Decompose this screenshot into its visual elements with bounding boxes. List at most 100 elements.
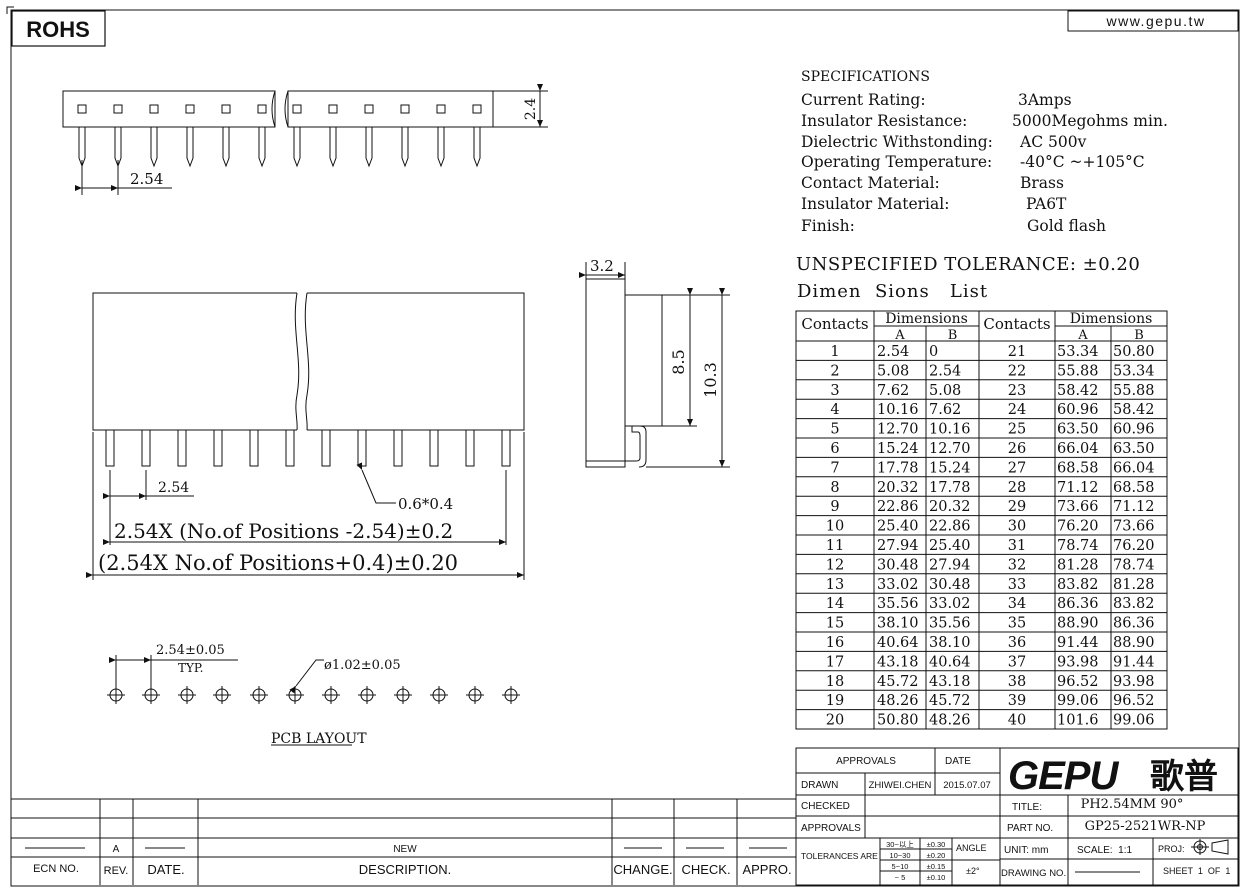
date-col-header: DATE. xyxy=(147,862,184,877)
dim-a-value: 63.50 xyxy=(1057,422,1099,438)
dim-b-value: 58.42 xyxy=(1113,402,1155,418)
dim-b-value: 93.98 xyxy=(1113,674,1155,690)
side-view xyxy=(579,262,730,468)
change-header: CHANGE. xyxy=(613,862,672,877)
angle-label: ANGLE xyxy=(956,843,987,853)
contact-count: 39 xyxy=(1008,693,1026,709)
top-pin-leg xyxy=(258,127,266,168)
dim-a-value: 43.18 xyxy=(877,654,919,670)
tolerance-note: UNSPECIFIED TOLERANCE: ±0.20 xyxy=(796,254,1140,275)
dim-b-value: 68.58 xyxy=(1113,480,1155,496)
contact-count: 20 xyxy=(826,713,844,729)
scale-label: SCALE: 1:1 xyxy=(1077,845,1132,856)
contact-count: 38 xyxy=(1008,674,1026,690)
spec-value: -40°C ~+105°C xyxy=(1020,153,1145,171)
pcb-hole-dim: ø1.02±0.05 xyxy=(324,658,401,673)
checked-label: CHECKED xyxy=(801,801,850,812)
dim-a-value: 60.96 xyxy=(1057,402,1099,418)
contact-count: 40 xyxy=(1008,713,1026,729)
dim-a-value: 99.06 xyxy=(1057,693,1099,709)
dim-a-value: 66.04 xyxy=(1057,441,1099,457)
dim-a-value: 96.52 xyxy=(1057,674,1099,690)
top-pin-square xyxy=(257,104,267,114)
dim-a-value: 86.36 xyxy=(1057,596,1099,612)
dim-a-value: 25.40 xyxy=(877,519,919,535)
spec-label: Insulator Material: xyxy=(801,195,949,213)
dim-a-value: 91.44 xyxy=(1057,635,1099,651)
contact-count: 26 xyxy=(1008,441,1026,457)
dim-a-value: 68.58 xyxy=(1057,460,1099,476)
pcb-hole xyxy=(322,686,340,704)
pcb-layout xyxy=(107,655,520,746)
dim-a-value: 10.16 xyxy=(877,402,919,418)
tolerance-range: ~ 5 xyxy=(895,873,906,882)
contact-count: 8 xyxy=(830,480,839,496)
pcb-hole xyxy=(286,686,304,704)
top-pin-square xyxy=(77,104,87,114)
dim-a-value: 22.86 xyxy=(877,499,919,515)
front-pin xyxy=(177,429,187,467)
dim-a-value: 81.28 xyxy=(1057,557,1099,573)
col-b-header: B xyxy=(1134,328,1144,343)
contact-count: 27 xyxy=(1008,460,1026,476)
top-pin-square xyxy=(436,104,446,114)
revision-block xyxy=(11,798,796,885)
front-pin xyxy=(141,429,151,467)
contact-count: 17 xyxy=(826,654,844,670)
dim-b-value: 2.54 xyxy=(929,363,961,379)
contact-count: 10 xyxy=(826,519,844,535)
contact-count: 34 xyxy=(1008,596,1026,612)
website-box: www.gepu.tw xyxy=(1067,10,1239,32)
top-pin-square xyxy=(472,104,482,114)
unit-label: UNIT: mm xyxy=(1004,845,1048,856)
dim-a-value: 58.42 xyxy=(1057,383,1099,399)
company-logo: GEPU xyxy=(1008,754,1119,798)
spec-value: PA6T xyxy=(1026,195,1067,213)
contact-count: 4 xyxy=(830,402,839,418)
contact-count: 25 xyxy=(1008,422,1026,438)
dim-b-value: 40.64 xyxy=(929,654,971,670)
contact-count: 9 xyxy=(830,499,839,515)
top-pin-leg xyxy=(293,127,301,168)
top-pin-leg xyxy=(401,127,409,168)
website-label: www.gepu.tw xyxy=(1106,13,1206,29)
pcb-hole xyxy=(250,686,268,704)
drawn-name: ZHIWEI.CHEN xyxy=(869,780,932,791)
front-pin xyxy=(285,429,295,467)
top-pin-leg xyxy=(437,127,445,168)
dim-b-value: 33.02 xyxy=(929,596,971,612)
col-a-header: A xyxy=(1077,328,1088,343)
top-pin-leg xyxy=(329,127,337,168)
dim-b-value: 66.04 xyxy=(1113,460,1155,476)
dim-a-value: 33.02 xyxy=(877,577,919,593)
dim-b-value: 99.06 xyxy=(1113,713,1155,729)
dim-a-value: 55.88 xyxy=(1057,363,1099,379)
contact-count: 22 xyxy=(1008,363,1026,379)
pcb-hole xyxy=(502,686,520,704)
dim-a-value: 35.56 xyxy=(877,596,919,612)
dim-b-value: 0 xyxy=(929,344,938,360)
spec-value: Brass xyxy=(1020,174,1064,192)
contact-count: 1 xyxy=(830,344,839,360)
dim-a-value: 5.08 xyxy=(877,363,909,379)
contact-count: 24 xyxy=(1008,402,1026,418)
contact-count: 23 xyxy=(1008,383,1026,399)
dim-a-value: 71.12 xyxy=(1057,480,1099,496)
dim-a-value: 88.90 xyxy=(1057,616,1099,632)
top-pin-square xyxy=(400,104,410,114)
rev-value: A xyxy=(113,844,120,855)
contact-count: 14 xyxy=(826,596,844,612)
spec-value: Gold flash xyxy=(1027,217,1106,235)
contact-count: 32 xyxy=(1008,557,1026,573)
front-pin xyxy=(249,429,259,467)
contact-count: 15 xyxy=(826,616,844,632)
tolerances-label: TOLERANCES ARE xyxy=(801,851,878,861)
top-pin-square xyxy=(364,104,374,114)
spec-label: Current Rating: xyxy=(801,91,926,109)
front-pin xyxy=(321,429,331,467)
contact-count: 12 xyxy=(826,557,844,573)
tolerance-value: ±0.20 xyxy=(927,851,946,860)
sheet-border xyxy=(6,6,1240,887)
appro-header: APPRO. xyxy=(742,862,791,877)
